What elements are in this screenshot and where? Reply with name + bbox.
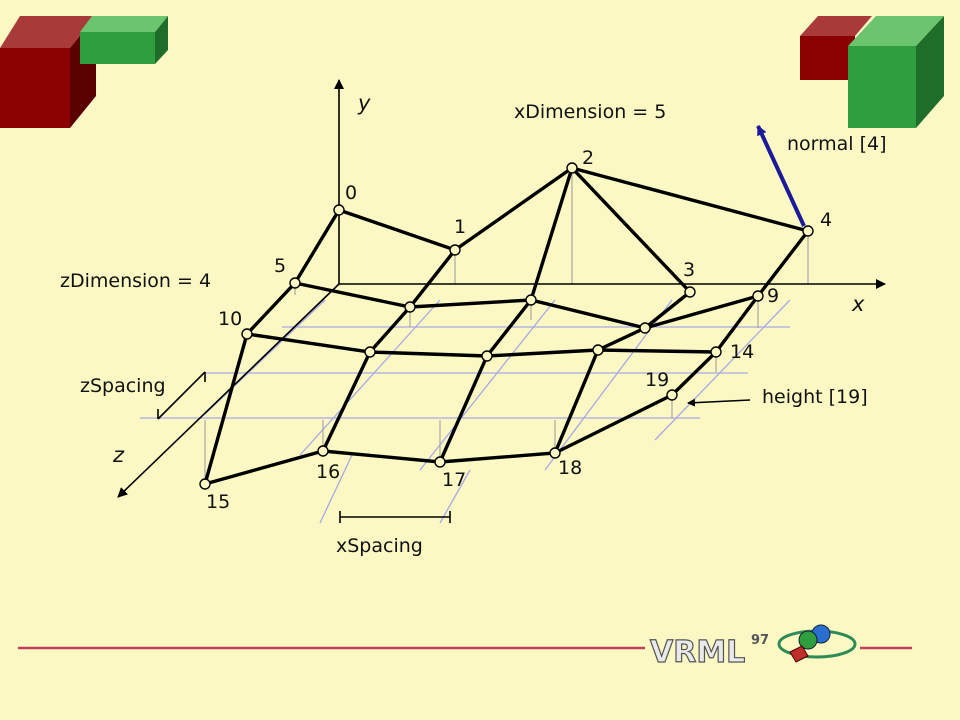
node-label-1: 1 [454, 216, 466, 238]
ground-grid [140, 299, 791, 524]
node-label-16: 16 [316, 461, 340, 483]
vrml-logo-icon [777, 624, 857, 663]
normal-vector-arrow [756, 125, 806, 227]
node-label-17: 17 [442, 469, 466, 491]
node-label-3: 3 [683, 259, 695, 281]
node-label-15: 15 [206, 491, 230, 513]
normal-label: normal [4] [787, 133, 887, 155]
node-label-2: 2 [582, 147, 594, 169]
node-label-18: 18 [558, 457, 582, 479]
node-label-10: 10 [218, 308, 242, 330]
node-label-5: 5 [274, 255, 286, 277]
x-spacing-label: xSpacing [336, 535, 423, 557]
spacing-markers [157, 371, 751, 523]
cube-logo-left [0, 16, 168, 128]
x-dimension-label: xDimension = 5 [514, 101, 666, 123]
node-label-0: 0 [345, 182, 357, 204]
z-axis [117, 283, 340, 498]
vrml-logo-superscript: 97 [751, 633, 769, 648]
height-label: height [19] [762, 386, 868, 408]
x-axis-label: x [851, 292, 865, 316]
node-label-9: 9 [767, 285, 779, 307]
node-label-14: 14 [730, 341, 754, 363]
height-pointer [687, 398, 751, 407]
z-axis-label: z [112, 443, 125, 467]
node-label-19: 19 [645, 369, 669, 391]
mesh-nodes [199, 162, 814, 490]
z-spacing-label: zSpacing [80, 375, 166, 397]
y-axis-label: y [357, 91, 371, 115]
node-label-4: 4 [820, 209, 832, 231]
vrml-logo-text: VRML [650, 635, 745, 670]
cube-logo-right [800, 16, 944, 128]
z-dimension-label: zDimension = 4 [60, 270, 211, 292]
